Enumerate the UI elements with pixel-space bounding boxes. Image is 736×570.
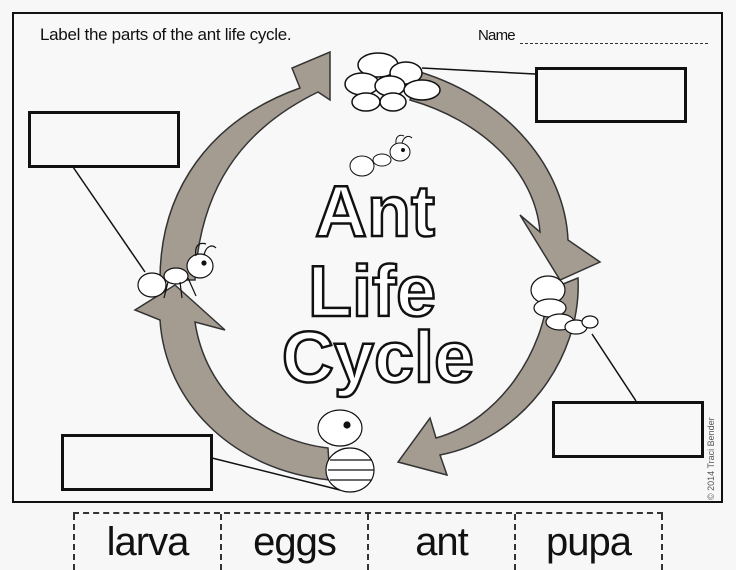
title-lettering: Ant Life Cycle: [281, 171, 476, 400]
copyright-credit: © 2014 Traci Bender: [706, 417, 716, 500]
word-card-ant[interactable]: ant: [367, 514, 514, 570]
word-card-eggs[interactable]: eggs: [220, 514, 367, 570]
pupa-icon: [317, 409, 375, 493]
word-card-pupa[interactable]: pupa: [514, 514, 663, 570]
larva-icon: [530, 275, 599, 335]
word-card-larva[interactable]: larva: [73, 514, 220, 570]
instruction-text: Label the parts of the ant life cycle.: [40, 25, 292, 44]
svg-text:Life: Life: [308, 252, 436, 332]
title-ant-icon: [349, 134, 413, 177]
arrow-ant-to-eggs: [159, 50, 331, 281]
answer-box-bottom-right[interactable]: [552, 401, 704, 458]
leader-lines: [72, 67, 637, 491]
answer-box-top-right[interactable]: [535, 67, 687, 123]
svg-text:Ant: Ant: [315, 172, 435, 252]
arrow-pupa-to-ant: [133, 284, 331, 481]
adult-ant-icon: [137, 242, 217, 299]
eggs-icon: [344, 52, 441, 112]
name-label: Name: [478, 27, 516, 44]
svg-text:Cycle: Cycle: [282, 318, 474, 398]
answer-box-bottom-left[interactable]: [61, 434, 213, 491]
answer-box-top-left[interactable]: [28, 111, 180, 168]
cut-out-word-strip: larva eggs ant pupa: [73, 512, 663, 570]
name-field[interactable]: [520, 42, 708, 44]
